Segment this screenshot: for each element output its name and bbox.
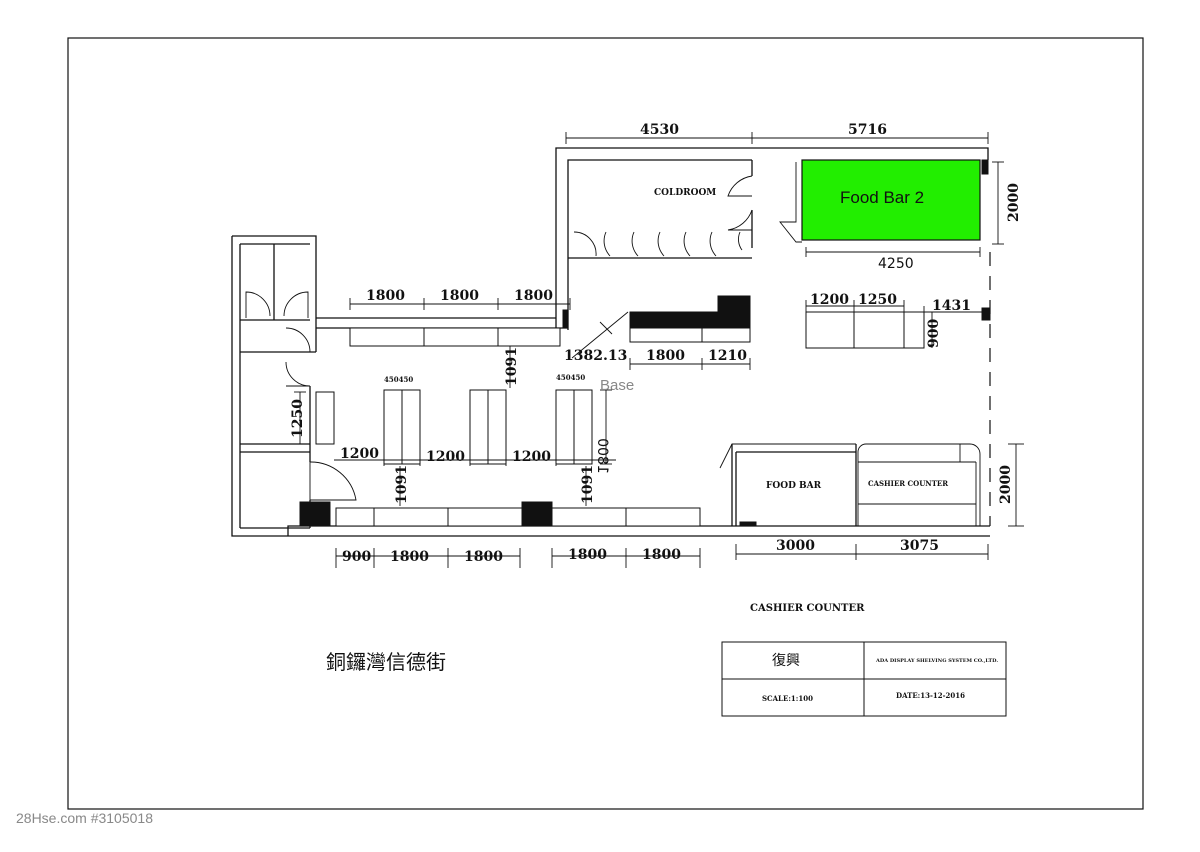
watermark-center: Base (600, 377, 634, 394)
cashier-counter-label: CASHIER COUNTER (868, 479, 948, 488)
doors (245, 175, 753, 501)
dim-bottom-1800-c: 1800 (568, 547, 607, 563)
cashier-counter-caption: CASHIER COUNTER (750, 603, 865, 614)
upper-corridor-shelves (349, 309, 569, 347)
dim-corridor-shelf-3: 1800 (514, 288, 553, 304)
coldroom-label: COLDROOM (654, 188, 716, 198)
dim-bottom-1800-b: 1800 (464, 549, 503, 565)
dim-food-bar-2-depth: 2000 (1006, 183, 1022, 222)
title-block-company: ADA DISPLAY SHELVING SYSTEM CO.,LTD. (875, 658, 998, 664)
dimension-lines (294, 132, 1024, 568)
title-block-date: DATE:13-12-2016 (896, 691, 965, 700)
dim-aisle-1200-b: 1200 (426, 449, 465, 465)
dim-bottom-1800-d: 1800 (642, 547, 681, 563)
dim-mid-shelf-1210: 1210 (708, 348, 747, 364)
right-shelf-unit (805, 311, 925, 349)
dim-bottom-3075: 3075 (900, 538, 939, 554)
dim-right-shelf-1200: 1200 (810, 292, 849, 308)
walls (231, 147, 991, 537)
food-bar-label: FOOD BAR (766, 481, 822, 491)
title-block (721, 641, 1007, 717)
island-gondolas (315, 389, 593, 465)
food-bar-2-area (801, 159, 981, 241)
dim-right-2000-lower: 2000 (998, 465, 1014, 504)
dim-top-4530: 4530 (640, 122, 679, 138)
title-block-scale: SCALE:1:100 (762, 694, 813, 703)
dim-aisle-1200-a: 1200 (340, 446, 379, 462)
dim-gondola-1800-vert: 1800 (594, 438, 610, 474)
dim-aisle-1091-lower-a: 1091 (394, 465, 410, 504)
dim-right-1431: 1431 (932, 298, 971, 314)
watermark-28hse: 28Hse.com #3105018 (16, 810, 153, 826)
bottom-wall-shelves (299, 501, 701, 527)
dim-top-5716: 5716 (848, 122, 887, 138)
dim-corridor-shelf-2: 1800 (440, 288, 479, 304)
dim-aisle-1091-lower-b: 1091 (580, 465, 596, 504)
dim-aisle-1091-upper: 1091 (504, 347, 520, 386)
dim-right-900: 900 (926, 319, 942, 348)
dim-bottom-3000: 3000 (776, 538, 815, 554)
food-bar-2-label: Food Bar 2 (840, 188, 924, 207)
title-block-project: 復興 (772, 652, 800, 669)
dim-corridor-shelf-1: 1800 (366, 288, 405, 304)
middle-shelf-unit (629, 295, 751, 343)
dim-side-1250: 1250 (290, 399, 306, 438)
dim-food-bar-2-width: 4250 (878, 256, 914, 272)
dim-mid-shelf-1800: 1800 (646, 348, 685, 364)
coldroom-fins (573, 231, 743, 257)
location-title: 銅鑼灣信德街 (326, 650, 446, 674)
dim-diagonal-1382: 1382.13 (564, 348, 627, 364)
dim-gondola-pair-b: 450450 (556, 373, 585, 382)
food-bar-counter (719, 443, 857, 527)
dim-bottom-1800-a: 1800 (390, 549, 429, 565)
dim-gondola-pair-a: 450450 (384, 375, 413, 384)
dim-aisle-1200-c: 1200 (512, 449, 551, 465)
cashier-counter-area (857, 443, 981, 526)
dim-right-shelf-1250: 1250 (858, 292, 897, 308)
dim-bottom-900: 900 (342, 549, 371, 565)
sheet-border (67, 37, 1144, 810)
